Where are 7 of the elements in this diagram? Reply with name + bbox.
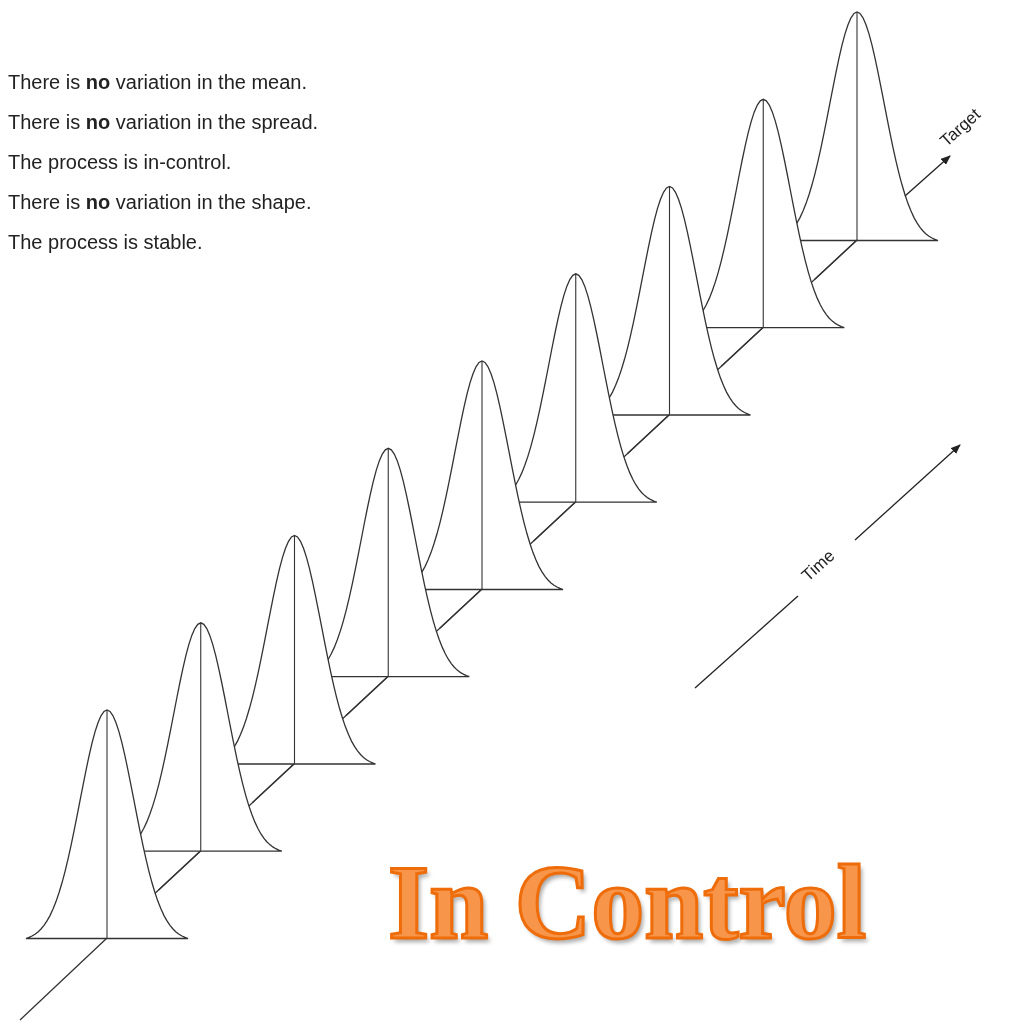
statement-text: There is no variation in the spread. <box>8 110 319 134</box>
statement-text: The process is stable. <box>8 230 203 254</box>
title: In Control <box>388 843 867 963</box>
statement-text: The process is in-control. <box>8 150 232 174</box>
statement-text: There is no variation in the shape. <box>8 190 312 214</box>
statement-text: There is no variation in the mean. <box>8 70 308 94</box>
axis-label: Time <box>798 546 840 586</box>
